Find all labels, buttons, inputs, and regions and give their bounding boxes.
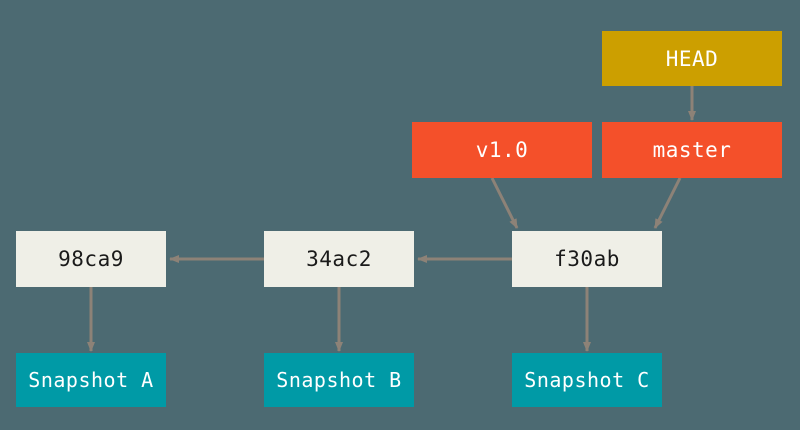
- node-snapshot-a-label: Snapshot A: [28, 368, 154, 392]
- node-ref-master-label: master: [652, 138, 732, 162]
- node-commit-98ca9: 98ca9: [16, 231, 166, 287]
- edge-master-to-f30ab: [653, 177, 682, 229]
- node-commit-98ca9-label: 98ca9: [58, 247, 124, 271]
- node-commit-f30ab-label: f30ab: [554, 247, 620, 271]
- node-snapshot-c-label: Snapshot C: [524, 368, 650, 392]
- node-snapshot-b: Snapshot B: [264, 353, 414, 407]
- node-snapshot-b-label: Snapshot B: [276, 368, 402, 392]
- node-snapshot-a: Snapshot A: [16, 353, 166, 407]
- node-head-label: HEAD: [665, 46, 719, 71]
- node-commit-f30ab: f30ab: [512, 231, 662, 287]
- node-ref-master: master: [602, 122, 782, 178]
- node-ref-v1-0: v1.0: [412, 122, 592, 178]
- node-head: HEAD: [602, 31, 782, 86]
- edge-v10-to-f30ab: [490, 177, 519, 229]
- node-commit-34ac2: 34ac2: [264, 231, 414, 287]
- node-snapshot-c: Snapshot C: [512, 353, 662, 407]
- node-ref-v1-0-label: v1.0: [475, 138, 529, 162]
- node-commit-34ac2-label: 34ac2: [306, 247, 372, 271]
